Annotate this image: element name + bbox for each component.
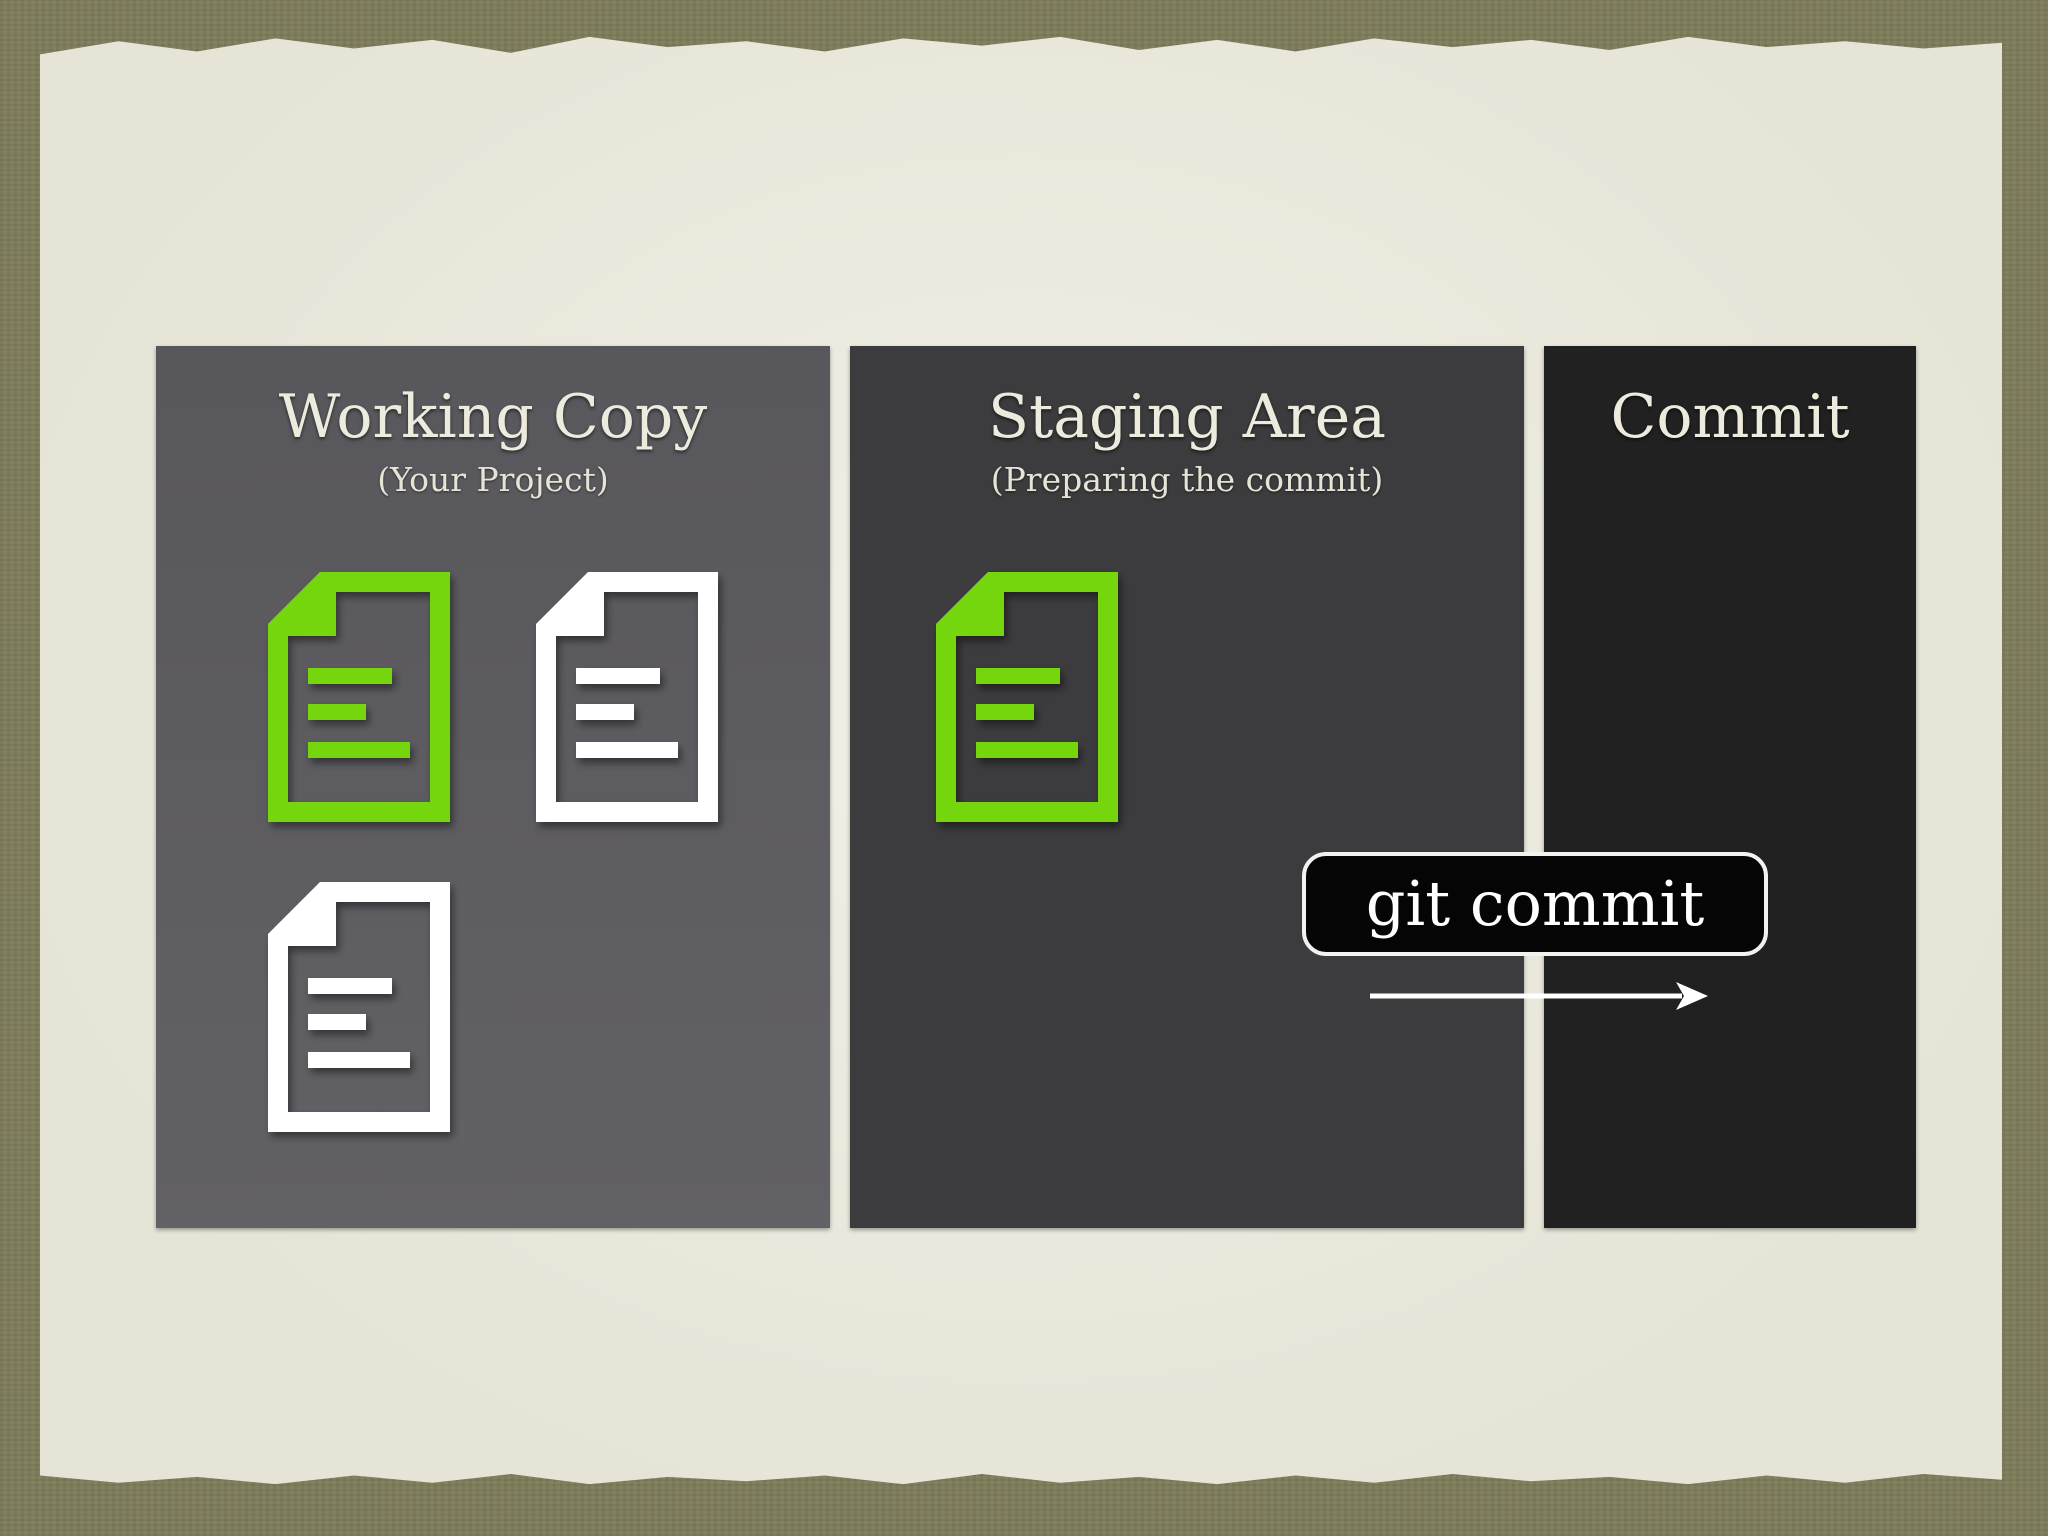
staging-area-subtitle: (Preparing the commit) <box>990 460 1384 499</box>
git-commit-command: git commit <box>1302 852 1768 956</box>
working-copy-title: Working Copy <box>278 382 708 452</box>
working-copy-subtitle: (Your Project) <box>377 460 609 499</box>
unchanged-file-icon <box>268 882 450 1132</box>
commit-panel: Commit <box>1544 346 1916 1228</box>
staging-area-title: Staging Area <box>988 382 1386 452</box>
staged-file-icon <box>936 572 1118 822</box>
commit-title: Commit <box>1610 382 1850 452</box>
right-arrow-icon <box>1370 980 1710 1012</box>
unchanged-file-icon <box>536 572 718 822</box>
staging-area-panel: Staging Area (Preparing the commit) <box>850 346 1524 1228</box>
modified-file-icon <box>268 572 450 822</box>
working-copy-panel: Working Copy (Your Project) <box>156 346 830 1228</box>
